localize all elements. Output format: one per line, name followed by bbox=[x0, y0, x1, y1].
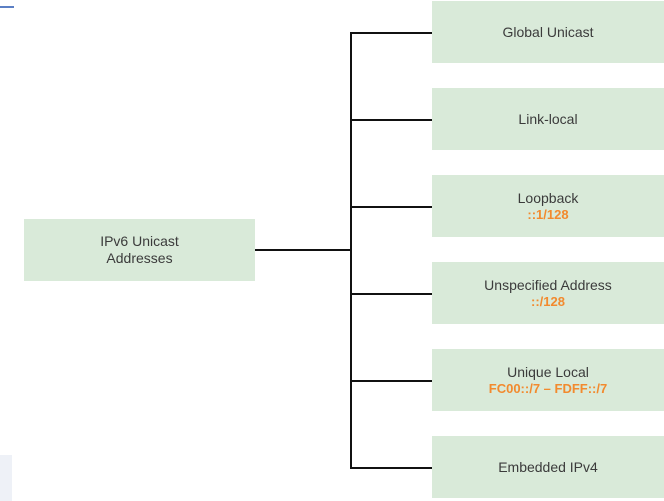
corner-accent bbox=[0, 6, 14, 8]
node-address-range: FC00::/7 – FDFF::/7 bbox=[488, 380, 608, 396]
root-node-ipv6-unicast: IPv6 Unicast Addresses bbox=[24, 219, 255, 281]
node-link-local: Link-local bbox=[432, 88, 664, 150]
node-loopback: Loopback ::1/128 bbox=[432, 175, 664, 237]
node-address-range: ::1/128 bbox=[527, 206, 569, 222]
node-global-unicast: Global Unicast bbox=[432, 1, 664, 63]
node-embedded-ipv4: Embedded IPv4 bbox=[432, 436, 664, 498]
node-label: Link-local bbox=[518, 110, 578, 127]
root-node-label: IPv6 Unicast Addresses bbox=[100, 233, 179, 266]
node-label: Embedded IPv4 bbox=[498, 458, 598, 475]
node-label: Global Unicast bbox=[502, 23, 594, 40]
node-address-range: ::/128 bbox=[531, 293, 565, 309]
corner-shade bbox=[0, 455, 12, 501]
node-label: Unspecified Address bbox=[484, 276, 612, 293]
node-unspecified-address: Unspecified Address ::/128 bbox=[432, 262, 664, 324]
node-unique-local: Unique Local FC00::/7 – FDFF::/7 bbox=[432, 349, 664, 411]
node-label: Unique Local bbox=[507, 363, 589, 380]
node-label: Loopback bbox=[517, 189, 579, 206]
